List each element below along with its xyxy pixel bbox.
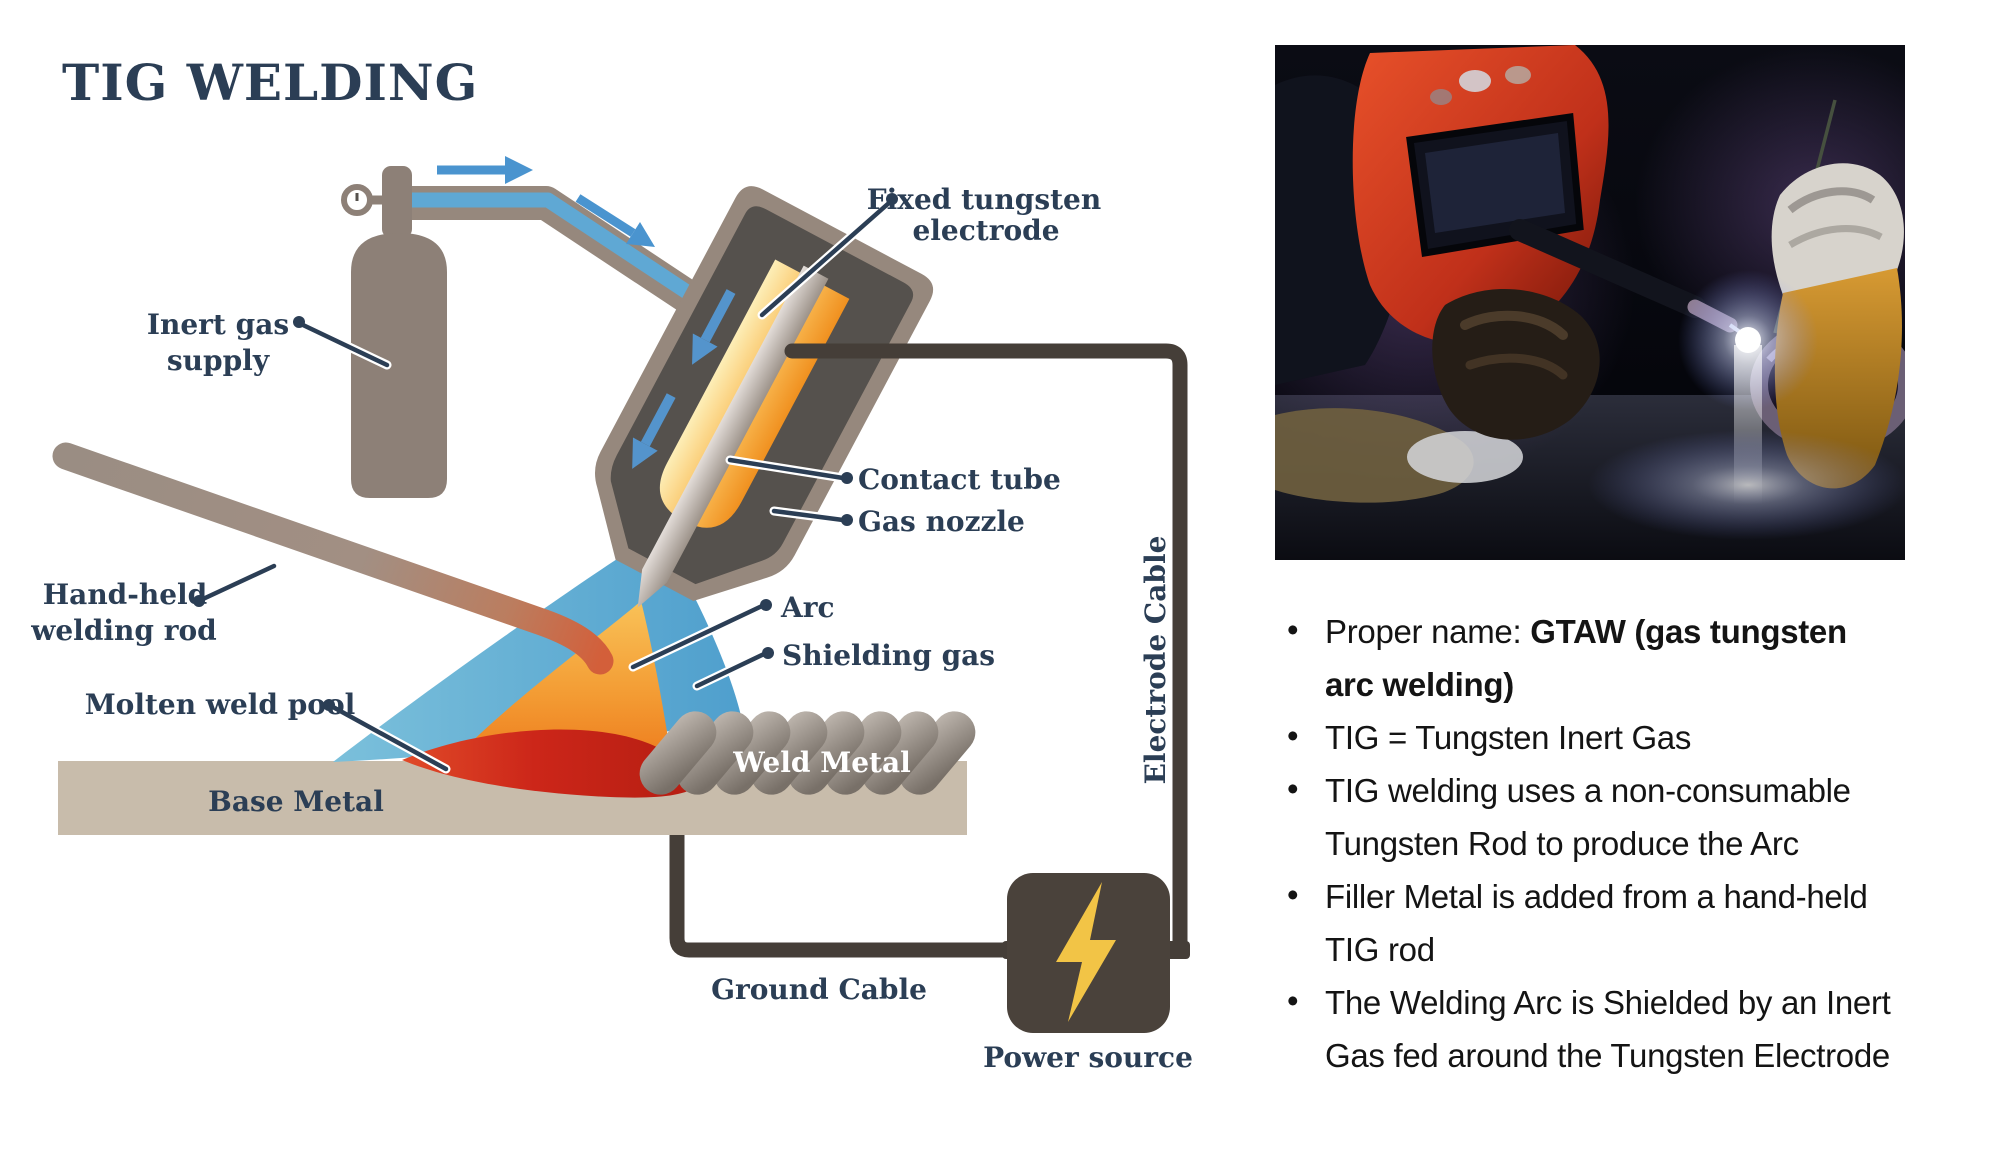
arc-flame bbox=[456, 601, 670, 761]
bullet-dot: • bbox=[1287, 770, 1299, 807]
bullet-non-consumable: •TIG welding uses a non-consumable Tungs… bbox=[1283, 764, 1895, 870]
lightning-icon bbox=[1056, 882, 1116, 1022]
weld-metal-label: Weld Metal bbox=[732, 746, 910, 779]
welding-photo-art bbox=[1195, 45, 1995, 560]
label-handheld-rod-1: Hand-held bbox=[43, 578, 208, 611]
bullet-list: •Proper name: GTAW (gas tungsten arc wel… bbox=[1283, 605, 1895, 1082]
tig-diagram: TIG WELDING We bbox=[30, 53, 1193, 1074]
bullet-dot: • bbox=[1287, 611, 1299, 648]
label-fixed-electrode-2: electrode bbox=[912, 214, 1059, 247]
label-inert-gas-1: Inert gas bbox=[147, 308, 289, 341]
notes-panel: •Proper name: GTAW (gas tungsten arc wel… bbox=[1283, 605, 1895, 1082]
tungsten-electrode-rod bbox=[637, 265, 829, 608]
gas-cylinder bbox=[341, 166, 447, 498]
label-molten-pool: Molten weld pool bbox=[85, 688, 356, 721]
weld-beads bbox=[639, 711, 976, 795]
red-helmet bbox=[1352, 45, 1609, 345]
electrode-cable-line bbox=[784, 343, 1188, 949]
label-handheld-rod-2: welding rod bbox=[30, 614, 216, 647]
label-fixed-electrode-1: Fixed tungsten bbox=[867, 183, 1101, 216]
molten-pool bbox=[402, 729, 697, 798]
label-power-source: Power source bbox=[983, 1041, 1193, 1074]
bullet-proper-name: •Proper name: GTAW (gas tungsten arc wel… bbox=[1283, 605, 1895, 711]
gas-hose bbox=[410, 186, 698, 312]
welding-torch bbox=[594, 186, 934, 608]
label-gas-nozzle: Gas nozzle bbox=[858, 505, 1025, 538]
bullet-tig-meaning: •TIG = Tungsten Inert Gas bbox=[1283, 711, 1895, 764]
label-shielding-gas: Shielding gas bbox=[782, 639, 995, 672]
label-base-metal: Base Metal bbox=[208, 785, 384, 818]
bullet-dot: • bbox=[1287, 982, 1299, 1019]
bullet-shielded-arc: •The Welding Arc is Shielded by an Inert… bbox=[1283, 976, 1895, 1082]
bullet-filler-metal: •Filler Metal is added from a hand-held … bbox=[1283, 870, 1895, 976]
label-ground-cable: Ground Cable bbox=[711, 973, 927, 1006]
leader-lines bbox=[193, 193, 898, 774]
torch-gas-arrows bbox=[632, 289, 736, 469]
gas-flow-arrow-horizontal bbox=[437, 156, 533, 184]
page-title: TIG WELDING bbox=[62, 53, 478, 112]
label-inert-gas-2: supply bbox=[167, 344, 270, 377]
bullet-dot: • bbox=[1287, 717, 1299, 754]
label-contact-tube: Contact tube bbox=[858, 463, 1061, 496]
ground-cable-line bbox=[669, 795, 1010, 958]
power-source-box bbox=[1002, 873, 1190, 1033]
label-electrode-cable: Electrode Cable bbox=[1139, 536, 1172, 785]
welding-photo bbox=[1195, 45, 1995, 560]
filler-rod bbox=[52, 442, 614, 675]
label-arc: Arc bbox=[780, 591, 835, 624]
bullet-dot: • bbox=[1287, 876, 1299, 913]
gas-flow-arrow-diagonal bbox=[575, 194, 655, 247]
